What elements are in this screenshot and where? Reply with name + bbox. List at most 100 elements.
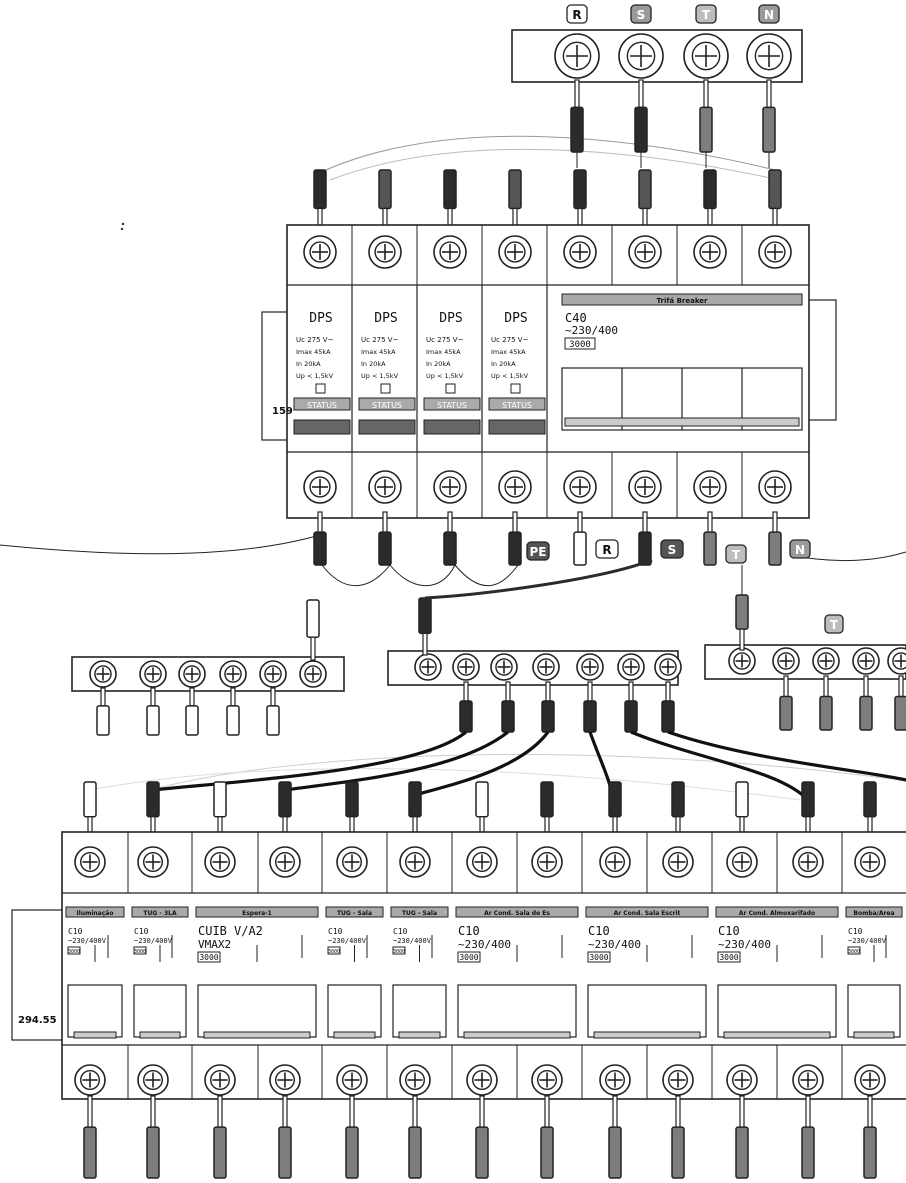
screw-terminal <box>662 1064 694 1096</box>
screw-terminal <box>726 1064 758 1096</box>
phase-tag-box <box>660 539 684 559</box>
screw-terminal <box>563 235 597 269</box>
dps-indicator <box>315 383 326 394</box>
ferrule-body <box>671 781 685 818</box>
screw-terminal <box>628 235 662 269</box>
screw-terminal <box>303 470 337 504</box>
screw-terminal <box>452 653 480 681</box>
ferrule-body <box>768 531 782 566</box>
phase-tag-box <box>695 4 717 24</box>
breaker-capacity-box <box>587 951 611 963</box>
ferrule-body <box>540 781 554 818</box>
wire-ferrule <box>408 1095 422 1179</box>
breaker-header: TUG - Sala <box>337 910 372 917</box>
branch-wire <box>667 730 906 782</box>
breaker-voltage: ~230/400V <box>68 937 107 945</box>
wire-ferrule <box>863 1095 877 1179</box>
breaker-handle-window <box>847 984 901 1038</box>
wire-ferrule <box>459 681 473 733</box>
wire-ferrule <box>443 511 457 566</box>
dps-indicator <box>510 383 521 394</box>
ferrule-pin <box>665 681 671 702</box>
wire-ferrule <box>83 781 97 839</box>
ferrule-body <box>570 106 584 153</box>
breaker-voltage: ~230/400V <box>393 937 432 945</box>
breaker-handle-window <box>133 984 187 1038</box>
screw-terminal <box>74 846 106 878</box>
dps-status-label: STATUS <box>437 401 467 410</box>
ferrule-body <box>573 531 587 566</box>
dps-title: DPS <box>504 311 527 326</box>
wire-ferrule <box>863 781 877 839</box>
breaker-handle-bar <box>139 1031 181 1039</box>
wire-ferrule <box>894 675 906 731</box>
phase-tag-label: T <box>830 618 839 632</box>
breaker-handle-bar <box>203 1031 311 1039</box>
screw-terminal <box>576 653 604 681</box>
breaker-rating: C10 <box>848 927 863 936</box>
breaker-rating: C10 <box>134 927 149 936</box>
wire-ferrule <box>540 1095 554 1179</box>
screw-terminal <box>498 470 532 504</box>
ferrule-pin <box>574 79 580 108</box>
phase-tag: N <box>789 539 811 559</box>
dps-uc: Uc 275 V~ <box>491 336 529 344</box>
screw-terminal <box>414 653 442 681</box>
breaker-voltage: ~230/400 <box>458 938 511 951</box>
dps-jumper-wires <box>321 564 519 587</box>
screw-terminal <box>728 647 756 675</box>
breaker-capacity: 3000 <box>199 953 218 962</box>
ferrule-body <box>768 169 782 210</box>
screw-terminal <box>887 647 906 675</box>
ferrule-body <box>634 106 648 153</box>
dps-title: DPS <box>439 311 462 326</box>
wire-ferrule <box>508 169 522 233</box>
breaker-handle-window <box>587 984 707 1038</box>
screw-terminal <box>466 1064 498 1096</box>
ferrule-pin <box>87 1095 93 1128</box>
phase-tag-label: R <box>602 543 611 557</box>
phase-tag-label: S <box>637 8 646 22</box>
ferrule-body <box>266 705 280 736</box>
phase-tag: T <box>725 544 747 564</box>
wire-ferrule <box>671 1095 685 1179</box>
ferrule-pin <box>675 1095 681 1128</box>
ferrule-pin <box>898 675 904 698</box>
breaker-handle-bar <box>593 1031 701 1039</box>
wire-ferrule <box>96 687 110 736</box>
ferrule-body <box>146 781 160 818</box>
screw-terminal <box>139 660 167 688</box>
ferrule-body <box>863 781 877 818</box>
breaker-voltage: ~230/400V <box>328 937 367 945</box>
screw-terminal <box>617 653 645 681</box>
main-breaker-header: Trifá Breaker <box>657 297 709 305</box>
ferrule-body <box>418 597 432 635</box>
wire-ferrule <box>378 169 392 233</box>
breaker-capacity: 3000 <box>589 953 608 962</box>
wire-ferrule <box>699 79 713 153</box>
ferrule-body <box>863 1126 877 1179</box>
ferrule-body <box>540 1126 554 1179</box>
ferrule-body <box>475 1126 489 1179</box>
breaker-handle-window <box>327 984 382 1038</box>
screw-terminal <box>554 33 600 79</box>
screw-terminal <box>368 470 402 504</box>
wire-ferrule <box>213 781 227 839</box>
ferrule-body <box>459 700 473 733</box>
ferrule-body <box>408 781 422 818</box>
breaker-header-band <box>325 906 384 918</box>
breaker-capacity: 3000 <box>848 949 860 955</box>
screw-terminal <box>628 470 662 504</box>
ferrule-pin <box>189 687 195 707</box>
screw-terminal <box>531 846 563 878</box>
screw-terminal <box>852 647 880 675</box>
ferrule-body <box>508 169 522 210</box>
main-breaker-capacity-box <box>564 337 596 350</box>
wire-ferrule <box>768 511 782 566</box>
wire-ferrule <box>634 79 648 153</box>
ferrule-body <box>378 531 392 566</box>
dps-up: Up < 1,5kV <box>426 372 464 380</box>
